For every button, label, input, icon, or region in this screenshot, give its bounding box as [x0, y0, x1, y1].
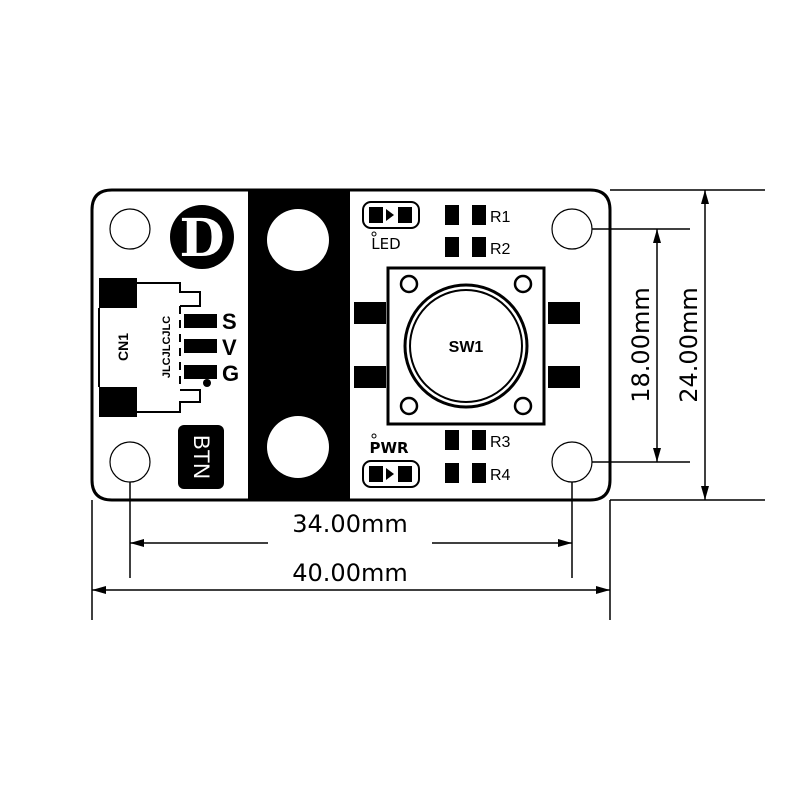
svg-text:SW1: SW1: [449, 339, 484, 356]
dim-24mm: 24.00mm: [675, 287, 703, 402]
module-label: BTN: [178, 425, 224, 489]
svg-text:CN1: CN1: [115, 333, 131, 361]
dim-40mm: 40.00mm: [292, 559, 407, 587]
connector-cn1: CN1 JLCJLCJLC S V G: [98, 278, 239, 417]
svg-text:JLCJLCJLC: JLCJLCJLC: [161, 316, 173, 378]
dim-34mm: 34.00mm: [292, 510, 407, 538]
svg-text:R3: R3: [490, 434, 511, 451]
svg-text:R1: R1: [490, 209, 511, 226]
svg-text:R4: R4: [490, 467, 511, 484]
resistors: R1 R2 R3 R4: [445, 205, 511, 484]
svg-text:R2: R2: [490, 241, 511, 258]
led-led: LED: [362, 201, 420, 253]
switch-sw1[interactable]: SW1: [354, 266, 580, 426]
pin-v: V: [222, 335, 237, 360]
dimension-arrows: [92, 190, 709, 594]
svg-text:BTN: BTN: [189, 435, 214, 479]
pin-g: G: [222, 361, 239, 386]
band-hole-top: [267, 209, 329, 271]
svg-text:LED: LED: [371, 235, 400, 253]
svg-text:PWR: PWR: [369, 439, 409, 457]
dim-18mm: 18.00mm: [627, 287, 655, 402]
led-pwr: PWR: [362, 433, 420, 488]
pin-s: S: [222, 309, 237, 334]
svg-text:D: D: [179, 208, 224, 269]
logo-icon: D: [170, 205, 234, 269]
band-hole-bottom: [267, 416, 329, 478]
